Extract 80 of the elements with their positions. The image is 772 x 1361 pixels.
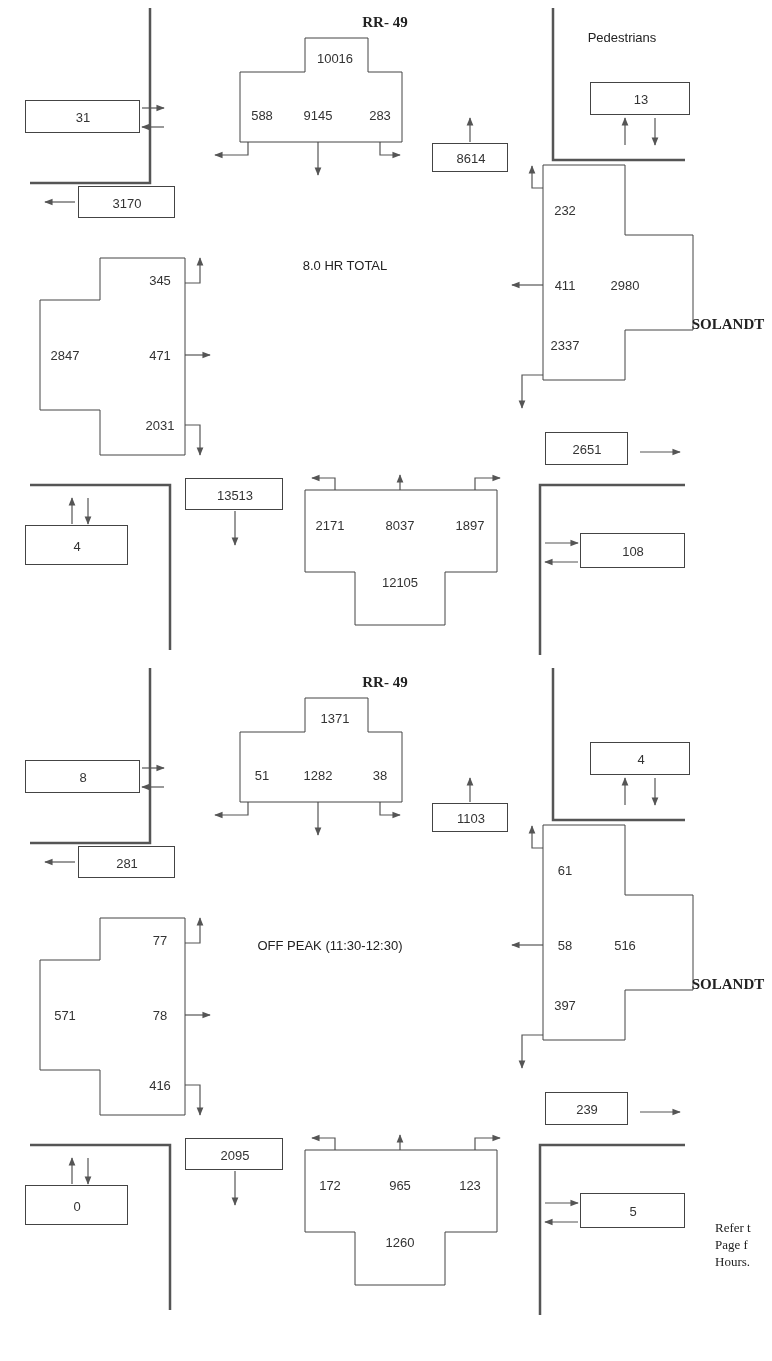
count-value: 108 — [622, 543, 644, 559]
count-box — [25, 760, 140, 793]
note-text: Refer t Page f Hours. — [715, 1220, 752, 1271]
count-value: 2847 — [50, 347, 80, 363]
count-value: 397 — [554, 997, 576, 1013]
count-value: 965 — [389, 1177, 411, 1193]
count-value: 13513 — [216, 487, 254, 503]
count-value: 77 — [152, 932, 168, 948]
count-value: 38 — [372, 767, 388, 783]
period-title: OFF PEAK (11:30-12:30) — [257, 938, 403, 953]
count-box — [580, 533, 685, 568]
cross-shaped-count-box — [305, 490, 497, 625]
count-value: 78 — [152, 1007, 168, 1023]
cross-shaped-count-box — [40, 258, 185, 455]
count-value: 1260 — [385, 1234, 415, 1250]
count-value: 8 — [79, 769, 87, 785]
cross-shaped-count-box — [305, 1150, 497, 1285]
cross-shaped-count-box — [240, 698, 402, 802]
heading: Pedestrians — [587, 30, 657, 45]
count-box — [432, 143, 508, 172]
cross-shaped-count-box — [240, 38, 402, 142]
count-value: 2651 — [572, 441, 602, 457]
count-value: 31 — [75, 109, 91, 125]
count-box — [78, 186, 175, 218]
count-value: 416 — [149, 1077, 171, 1093]
road-name: SOLANDT — [691, 316, 765, 333]
count-value: 13 — [633, 91, 649, 107]
cross-shaped-count-box — [543, 825, 693, 1040]
count-box — [185, 1138, 283, 1170]
count-value: 5 — [629, 1203, 637, 1219]
road-name: RR- 49 — [362, 674, 408, 691]
count-value: 51 — [254, 767, 270, 783]
count-value: 516 — [614, 937, 636, 953]
count-value: 0 — [73, 1198, 81, 1214]
count-value: 283 — [369, 107, 391, 123]
road-name: RR- 49 — [362, 14, 408, 31]
count-value: 8037 — [385, 517, 415, 533]
count-value: 2171 — [315, 517, 345, 533]
cross-shaped-count-box — [543, 165, 693, 380]
count-value: 58 — [557, 937, 573, 953]
count-value: 10016 — [316, 50, 354, 66]
count-value: 345 — [149, 272, 171, 288]
road-name: SOLANDT — [691, 976, 765, 993]
count-value: 12105 — [381, 574, 419, 590]
count-box — [590, 82, 690, 115]
count-value: 1371 — [320, 710, 350, 726]
count-box — [545, 1092, 628, 1125]
count-value: 2980 — [610, 277, 640, 293]
count-value: 8614 — [456, 150, 486, 166]
count-value: 239 — [576, 1101, 598, 1117]
count-value: 588 — [251, 107, 273, 123]
count-value: 232 — [554, 202, 576, 218]
count-box — [432, 803, 508, 832]
count-value: 2337 — [550, 337, 580, 353]
count-value: 2095 — [220, 1147, 250, 1163]
count-value: 281 — [116, 855, 138, 871]
count-value: 172 — [319, 1177, 341, 1193]
count-value: 4 — [637, 751, 645, 767]
count-box — [185, 478, 283, 510]
period-title: 8.0 HR TOTAL — [302, 258, 388, 273]
count-value: 471 — [149, 347, 171, 363]
count-box — [580, 1193, 685, 1228]
count-box — [25, 1185, 128, 1225]
count-value: 3170 — [112, 195, 142, 211]
cross-shaped-count-box — [40, 918, 185, 1115]
count-value: 123 — [459, 1177, 481, 1193]
count-value: 4 — [73, 538, 81, 554]
count-box — [25, 100, 140, 133]
count-value: 571 — [54, 1007, 76, 1023]
count-box — [78, 846, 175, 878]
count-value: 61 — [557, 862, 573, 878]
count-value: 1103 — [457, 810, 485, 826]
count-value: 1282 — [303, 767, 333, 783]
count-value: 1897 — [455, 517, 485, 533]
count-box — [25, 525, 128, 565]
count-value: 2031 — [145, 417, 175, 433]
count-value: 411 — [554, 277, 576, 293]
count-value: 9145 — [303, 107, 333, 123]
count-box — [590, 742, 690, 775]
count-box — [545, 432, 628, 465]
